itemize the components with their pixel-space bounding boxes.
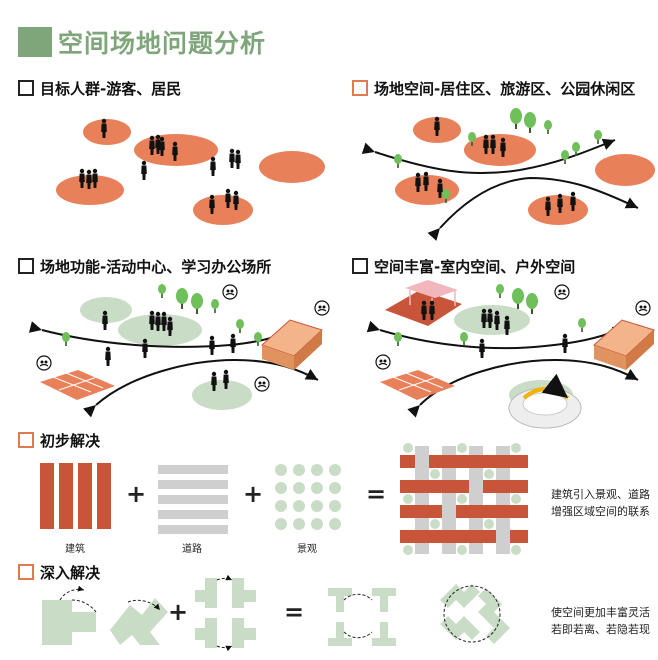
building-block — [593, 319, 655, 370]
group-zone — [83, 119, 131, 145]
panel-heading-site-space: 场地空间-居住区、旅游区、公园休闲区 — [352, 78, 635, 99]
building-bars — [40, 463, 111, 529]
ring-structure — [508, 373, 582, 429]
step1-note: 建筑引入景观、道路 增强区域空间的联系 — [551, 486, 650, 520]
heading-text: 初步解决 — [40, 432, 101, 450]
road-stripes — [158, 465, 228, 534]
step1-heading: 初步解决 — [18, 430, 100, 451]
checkbox-icon — [352, 258, 368, 274]
heading-text: 场地空间-居住区、旅游区、公园休闲区 — [374, 80, 636, 98]
group-zone — [56, 175, 124, 205]
heading-text: 目标人群-游客、居民 — [40, 80, 182, 98]
label-road: 道路 — [182, 544, 202, 555]
plus-sign: + — [243, 480, 264, 508]
equals-sign: = — [284, 598, 305, 626]
panel-space-rich-diagram — [366, 280, 655, 429]
group-zone — [259, 151, 325, 183]
step2-heading: 深入解决 — [18, 562, 100, 583]
court-icon — [380, 370, 455, 400]
combined-weave — [400, 443, 528, 555]
note-line: 增强区域空间的联系 — [551, 505, 650, 518]
title-marker — [18, 27, 52, 57]
step2-note: 使空间更加丰富灵活 若即若离、若隐若现 — [551, 604, 650, 638]
note-line: 使空间更加丰富灵活 — [551, 606, 650, 619]
checkbox-icon — [18, 564, 34, 580]
step1-diagram — [40, 443, 528, 555]
panel-heading-space-rich: 空间丰富-室内空间、户外空间 — [352, 256, 575, 277]
panel-heading-site-function: 场地功能-活动中心、学习办公场所 — [18, 256, 271, 277]
group-zone — [193, 195, 253, 225]
checkbox-icon — [18, 258, 34, 274]
equals-sign: = — [366, 480, 387, 508]
step2-diagram — [42, 574, 510, 652]
checkbox-icon — [18, 432, 34, 448]
panel-target-people-diagram — [56, 118, 325, 225]
panel-site-space-diagram — [361, 108, 655, 241]
checkbox-icon — [352, 80, 368, 96]
court-icon — [40, 370, 115, 400]
note-line: 若即若离、若隐若现 — [551, 623, 650, 636]
label-building: 建筑 — [65, 544, 85, 555]
plus-sign: + — [126, 480, 147, 508]
page-title: 空间场地问题分析 — [58, 29, 267, 58]
note-line: 建筑引入景观、道路 — [551, 488, 650, 501]
heading-text: 空间丰富-室内空间、户外空间 — [374, 258, 576, 276]
panel-site-function-diagram — [28, 284, 330, 418]
plus-sign: + — [168, 598, 189, 626]
checkbox-icon — [18, 80, 34, 96]
panel-heading-target-people: 目标人群-游客、居民 — [18, 78, 181, 99]
heading-text: 深入解决 — [40, 564, 101, 582]
label-landscape: 景观 — [297, 544, 317, 555]
heading-text: 场地功能-活动中心、学习办公场所 — [40, 258, 272, 276]
landscape-dots — [275, 464, 341, 530]
building-block — [261, 319, 323, 370]
